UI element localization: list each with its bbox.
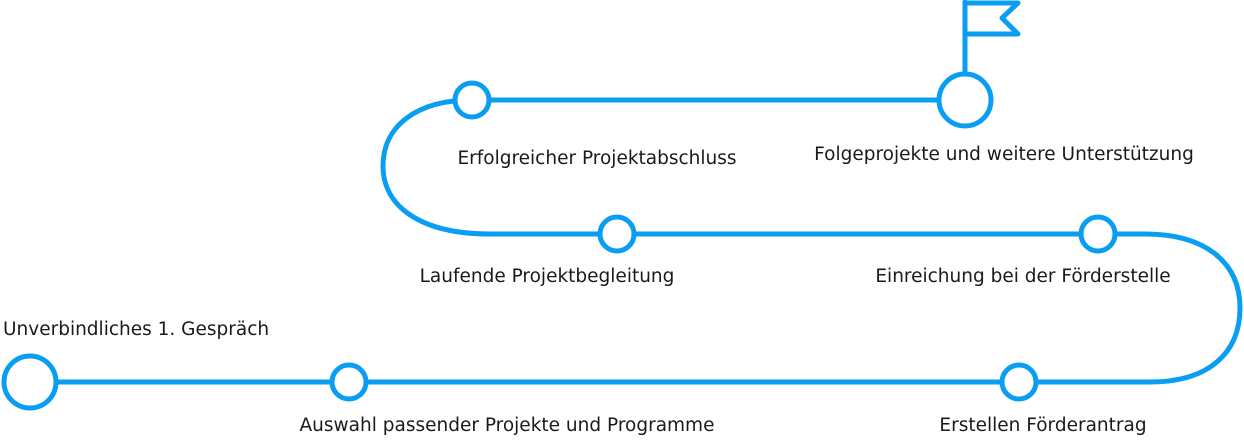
step-label-3: Erstellen Förderantrag <box>939 415 1146 436</box>
step-label-5: Laufende Projektbegleitung <box>420 266 675 287</box>
milestone-node-7 <box>936 71 994 129</box>
step-label-7: Folgeprojekte und weitere Unterstützung <box>814 144 1194 165</box>
milestone-node-6 <box>452 80 492 120</box>
roadmap-path <box>27 97 1243 385</box>
step-label-4: Einreichung bei der Förderstelle <box>875 266 1170 287</box>
milestone-node-2 <box>329 362 369 402</box>
step-label-2: Auswahl passender Projekte und Programme <box>300 415 715 436</box>
milestone-node-1 <box>1 353 59 411</box>
step-label-6: Erfolgreicher Projektabschluss <box>457 148 736 169</box>
step-label-1: Unverbindliches 1. Gespräch <box>3 319 269 340</box>
milestone-node-3 <box>999 362 1039 402</box>
milestone-node-4 <box>1078 214 1118 254</box>
milestone-node-5 <box>597 214 637 254</box>
